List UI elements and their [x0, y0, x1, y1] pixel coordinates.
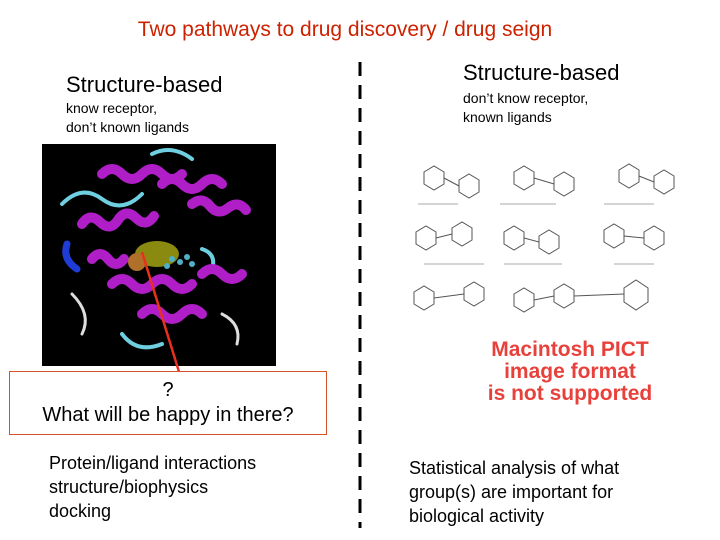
left-note-line: structure/biophysics: [49, 477, 209, 497]
pict-line: Macintosh PICT: [491, 338, 649, 361]
left-sub-line-2: don’t known ligands: [66, 119, 189, 135]
right-sub-line-2: known ligands: [463, 109, 552, 125]
question-mark: ?: [162, 379, 174, 401]
pict-line: image format: [504, 360, 636, 383]
right-subheading: don’t know receptor, known ligands: [463, 89, 683, 127]
right-notes: Statistical analysis of what group(s) ar…: [409, 456, 679, 528]
right-heading: Structure-based: [463, 60, 620, 85]
right-note-line: group(s) are important for: [409, 482, 614, 502]
pict-unsupported-message: Macintosh PICT image format is not suppo…: [450, 339, 690, 405]
ligand-structures-image: [413, 163, 675, 313]
left-sub-line-1: know receptor,: [66, 100, 158, 116]
left-subheading: know receptor, don’t known ligands: [66, 99, 326, 137]
slide-title: Two pathways to drug discovery / drug se…: [137, 18, 553, 41]
left-note-line: Protein/ligand interactions: [49, 453, 257, 473]
right-note-line: Statistical analysis of what: [409, 458, 620, 478]
left-heading: Structure-based: [66, 72, 223, 97]
left-note-line: docking: [49, 501, 112, 521]
pict-line: is not supported: [487, 382, 653, 405]
right-note-line: biological activity: [409, 506, 545, 526]
dashed-divider: [358, 62, 362, 528]
question-text: What will be happy in there?: [42, 404, 294, 426]
protein-structure-image: [42, 144, 276, 366]
left-notes: Protein/ligand interactions structure/bi…: [49, 451, 329, 523]
question-box: ? What will be happy in there?: [9, 371, 327, 435]
right-sub-line-1: don’t know receptor,: [463, 90, 589, 106]
